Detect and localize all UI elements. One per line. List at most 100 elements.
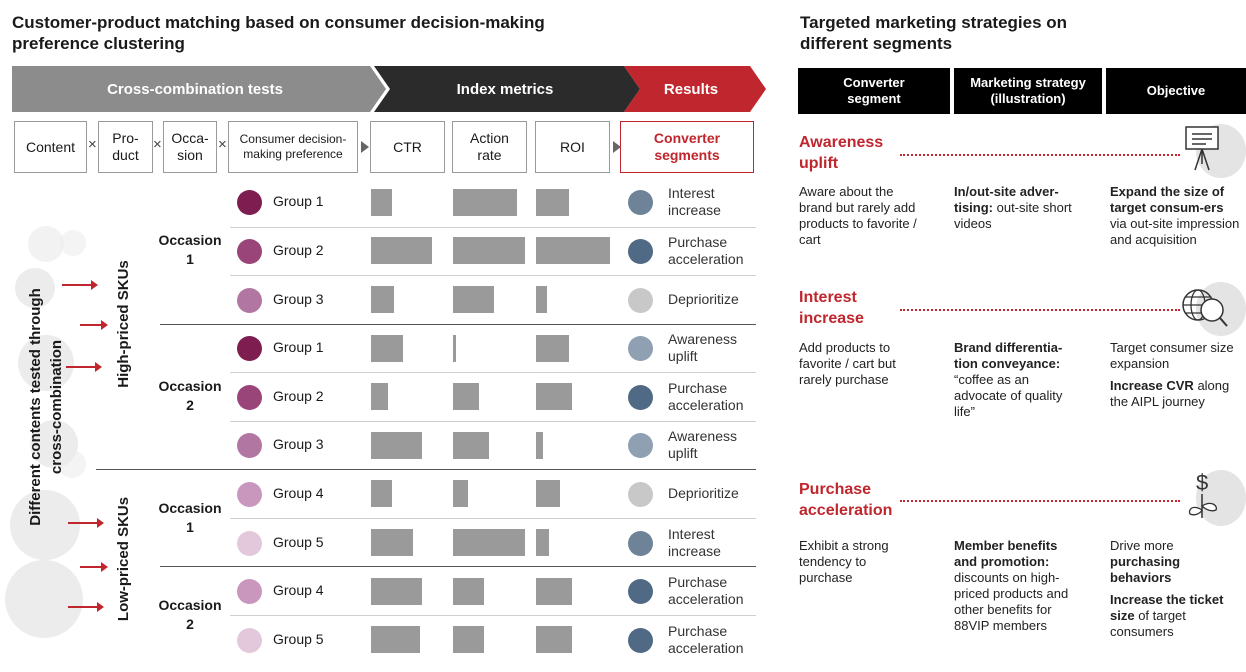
header-marketing-strategy: Marketing strategy(illustration) — [954, 68, 1102, 114]
purchase-description: Exhibit a strong tendency to purchase — [799, 538, 889, 585]
banner-cross-label: Cross-combination tests — [107, 80, 283, 98]
header-preference: Consumer decision-making preference — [228, 121, 358, 173]
segment-dot — [628, 482, 653, 507]
row-divider — [230, 518, 756, 519]
header-objective: Objective — [1106, 68, 1246, 114]
sku-divider — [96, 469, 756, 470]
header-product: Pro-duct — [98, 121, 153, 173]
roi-bar — [536, 529, 549, 556]
decor-circle — [28, 226, 64, 262]
ctr-bar — [371, 480, 392, 507]
red-arrow — [80, 562, 108, 572]
interest-description: Add products to favorite / cart but rare… — [799, 340, 896, 387]
group-label: Group 4 — [273, 582, 324, 598]
row-divider — [230, 615, 756, 616]
group-label: Group 1 — [273, 193, 324, 209]
group-dot — [237, 336, 262, 361]
banner-index-label: Index metrics — [456, 80, 554, 98]
dotted-leader — [900, 154, 1180, 156]
act-bar — [453, 189, 517, 216]
group-label: Group 3 — [273, 436, 324, 452]
ctr-bar — [371, 626, 420, 653]
red-arrow — [68, 602, 104, 612]
act-bar — [453, 480, 468, 507]
act-bar — [453, 335, 456, 362]
ctr-bar — [371, 529, 413, 556]
group-dot — [237, 433, 262, 458]
awareness-description: Aware about the brand but rarely add pro… — [799, 184, 917, 247]
times-sign: × — [88, 136, 97, 153]
group-dot — [237, 239, 262, 264]
group-label: Group 4 — [273, 485, 324, 501]
roi-bar — [536, 237, 610, 264]
roi-bar — [536, 432, 543, 459]
header-content: Content — [14, 121, 87, 173]
sku-low-label: Low-priced SKUs — [115, 496, 132, 622]
times-sign: × — [153, 136, 162, 153]
group-dot — [237, 482, 262, 507]
ctr-bar — [371, 286, 394, 313]
sku-high-label: High-priced SKUs — [115, 260, 132, 388]
header-roi: ROI — [535, 121, 610, 173]
ctr-bar — [371, 189, 392, 216]
purchase-objective: Drive more purchasing behaviors Increase… — [1110, 538, 1224, 639]
group-label: Group 2 — [273, 242, 324, 258]
occasion-divider — [160, 324, 756, 325]
row-divider — [230, 275, 756, 276]
interest-objective: Target consumer size expansion Increase … — [1110, 340, 1234, 409]
header-occasion: Occa-sion — [163, 121, 217, 173]
roi-bar — [536, 578, 572, 605]
occasion-divider — [160, 566, 756, 567]
segment-dot — [628, 190, 653, 215]
segment-label: Deprioritize — [668, 291, 739, 307]
group-dot — [237, 579, 262, 604]
play-arrow-icon — [361, 141, 369, 153]
roi-bar — [536, 286, 547, 313]
decor-circle — [5, 560, 83, 638]
red-arrow — [68, 518, 104, 528]
act-bar — [453, 286, 494, 313]
globe-search-icon — [1182, 289, 1228, 327]
icon-bg — [1196, 470, 1246, 526]
svg-text:$: $ — [1196, 470, 1208, 495]
ctr-bar — [371, 383, 388, 410]
dotted-leader — [900, 309, 1180, 311]
red-arrow — [66, 362, 102, 372]
act-bar — [453, 529, 525, 556]
interest-strategy: Brand differentia-tion conveyance: “coff… — [954, 340, 1063, 419]
ctr-bar — [371, 335, 403, 362]
group-label: Group 5 — [273, 631, 324, 647]
decor-circle — [15, 268, 55, 308]
segment-dot — [628, 433, 653, 458]
decor-circle — [10, 490, 80, 560]
group-label: Group 3 — [273, 291, 324, 307]
ctr-bar — [371, 237, 432, 264]
row-divider — [230, 227, 756, 228]
dotted-leader — [900, 500, 1180, 502]
times-sign: × — [218, 136, 227, 153]
awareness-objective: Expand the size of target consum-ers via… — [1110, 184, 1240, 247]
roi-bar — [536, 480, 560, 507]
ctr-bar — [371, 578, 422, 605]
segment-dot — [628, 385, 653, 410]
left-title: Customer-product matching based on consu… — [12, 13, 545, 53]
red-arrow — [80, 320, 108, 330]
roi-bar — [536, 626, 572, 653]
act-bar — [453, 383, 479, 410]
act-bar — [453, 626, 484, 653]
presentation-board-icon — [1185, 126, 1219, 171]
